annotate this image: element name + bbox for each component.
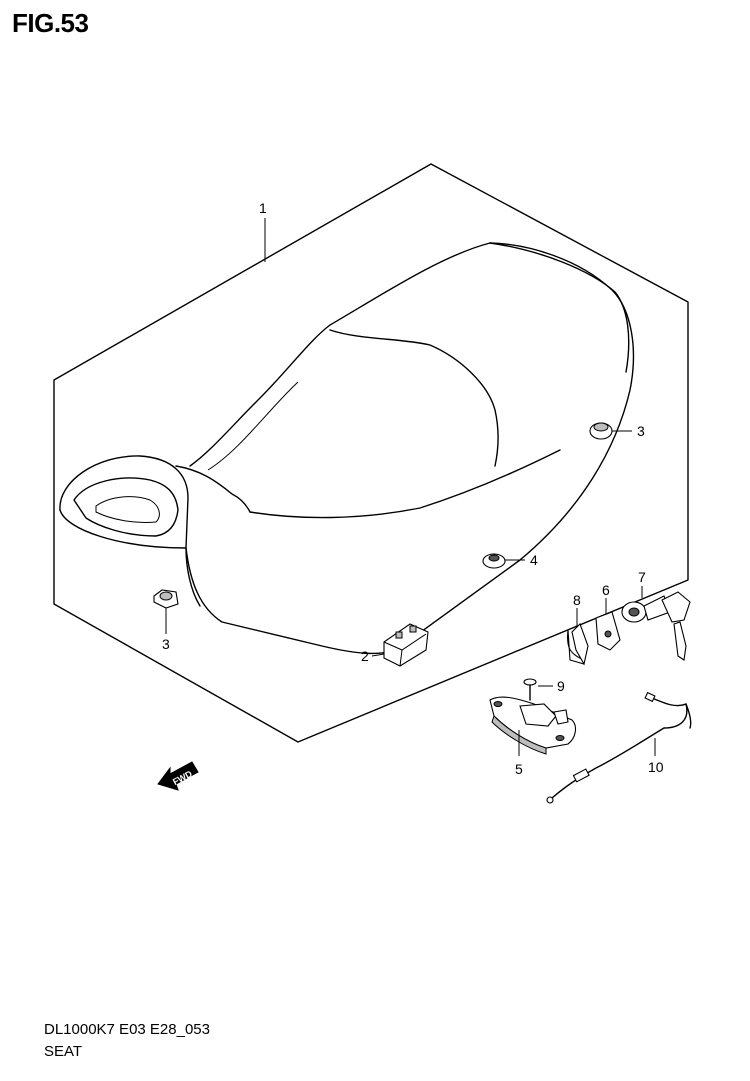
lock-plate-part-5 (489, 696, 577, 756)
damper-part-4 (482, 553, 525, 569)
callout-7: 7 (638, 569, 646, 585)
callout-10: 10 (648, 759, 664, 775)
screw-part-9 (523, 678, 553, 701)
seat-body (59, 242, 635, 655)
fwd-direction-arrow: FWD (157, 761, 199, 791)
callout-1: 1 (259, 200, 267, 216)
figure-title: FIG.53 (12, 8, 89, 38)
lock-holder-part-6 (595, 598, 621, 651)
callout-8: 8 (573, 592, 581, 608)
cushion-part-3-left (153, 589, 179, 634)
seat-lock-part-7 (621, 586, 691, 661)
callout-3-right: 3 (637, 423, 645, 439)
callout-9: 9 (557, 678, 565, 694)
callout-6: 6 (602, 582, 610, 598)
assembly-boundary (53, 163, 689, 743)
cable-part-10 (546, 691, 692, 804)
figure-name: SEAT (44, 1043, 83, 1060)
hook-part-2 (371, 623, 429, 667)
figure-code: DL1000K7 E03 E28_053 (44, 1021, 210, 1038)
clip-part-8 (566, 608, 589, 666)
cushion-part-3-right (589, 422, 632, 440)
callout-5: 5 (515, 761, 523, 777)
callout-2: 2 (361, 648, 369, 664)
callout-3-left: 3 (162, 636, 170, 652)
callout-4: 4 (530, 552, 538, 568)
